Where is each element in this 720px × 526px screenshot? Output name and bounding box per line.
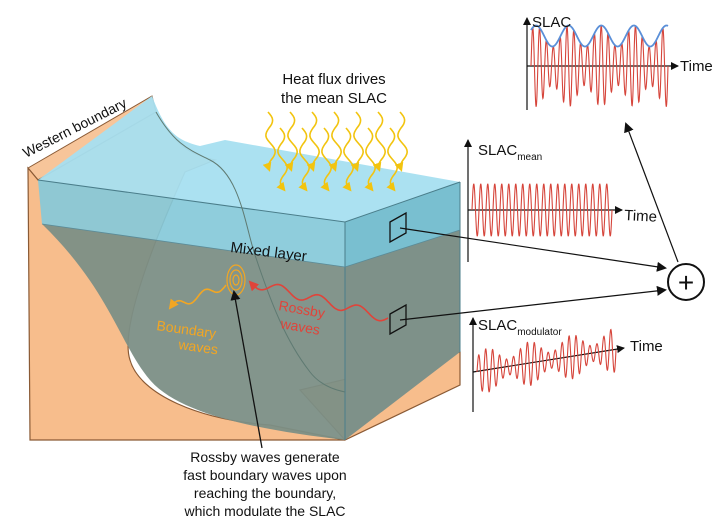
sum-circle [667, 263, 705, 301]
plot-slac-time-label: Time [680, 58, 713, 75]
plot-mean-signal [471, 183, 613, 237]
plot-mod-title-sub: modulator [517, 327, 562, 338]
caption-line-4: which modulate the SLAC [183, 503, 345, 519]
caption-pointer [230, 290, 263, 449]
heat-flux-arrows [262, 111, 409, 192]
connector-modulator [399, 285, 667, 321]
plot-mean-time-label: Time [624, 207, 658, 226]
wave-ripple [226, 264, 246, 296]
heat-flux-arrow [386, 127, 399, 192]
rossby-waves-label-2: waves [278, 315, 321, 338]
heat-flux-arrow [372, 111, 387, 172]
heat-flux-arrow [350, 111, 365, 172]
connector-mean [399, 227, 667, 272]
heat-flux-arrow [328, 111, 343, 172]
plot-mod-title-main: SLAC [478, 317, 517, 334]
rossby-wave-arrow [248, 280, 389, 322]
caption-line-1: Rossby waves generate [190, 449, 340, 465]
plot-mean-title: SLACmean [478, 142, 542, 163]
surface-probe-square [389, 211, 407, 244]
slope-profile [155, 111, 346, 393]
mixed-layer-side [345, 182, 460, 267]
heat-flux-arrow [364, 127, 377, 192]
plot-slac: SLAC Time [523, 14, 713, 110]
heat-flux-label-1: Heat flux drives [282, 71, 385, 88]
heat-flux-arrow [284, 111, 299, 172]
caption-line-3: reaching the boundary, [194, 485, 336, 501]
plot-mean-title-main: SLAC [478, 142, 517, 159]
plot-mod-title: SLACmodulator [478, 317, 562, 338]
heat-flux-arrow [342, 127, 355, 192]
heat-flux-arrow [276, 127, 289, 192]
heat-flux-arrow [298, 127, 311, 192]
ocean-box [37, 96, 461, 440]
plot-mod-signal [476, 328, 617, 393]
heat-flux-arrow [394, 111, 409, 172]
boundary-waves-label-2: waves [177, 336, 220, 358]
plot-slac-mean: SLACmean Time [464, 139, 658, 262]
plot-slac-modulator: SLACmodulator Time [469, 317, 663, 412]
heat-flux-label-2: the mean SLAC [281, 90, 387, 107]
plot-slac-title: SLAC [532, 14, 571, 31]
heat-flux-arrow [262, 111, 277, 172]
boundary-wave-arrow [168, 284, 227, 310]
connector-sum [624, 122, 679, 263]
deep-water-front [42, 224, 345, 440]
heat-flux-arrow [320, 127, 333, 192]
deep-probe-square [389, 303, 407, 336]
rossby-waves-label-1: Rossby [277, 297, 326, 321]
mixed-layer-front [38, 180, 345, 267]
deep-water-side [345, 230, 460, 440]
plus-symbol: + [678, 267, 694, 298]
plot-mean-title-sub: mean [517, 152, 542, 163]
ocean-top-surface [38, 96, 460, 222]
caption-line-2: fast boundary waves upon [183, 467, 346, 483]
heat-flux-arrow [306, 111, 321, 172]
plot-mod-time-label: Time [630, 338, 663, 355]
plot-slac-envelope [530, 24, 669, 48]
plot-slac-signal [530, 25, 669, 107]
